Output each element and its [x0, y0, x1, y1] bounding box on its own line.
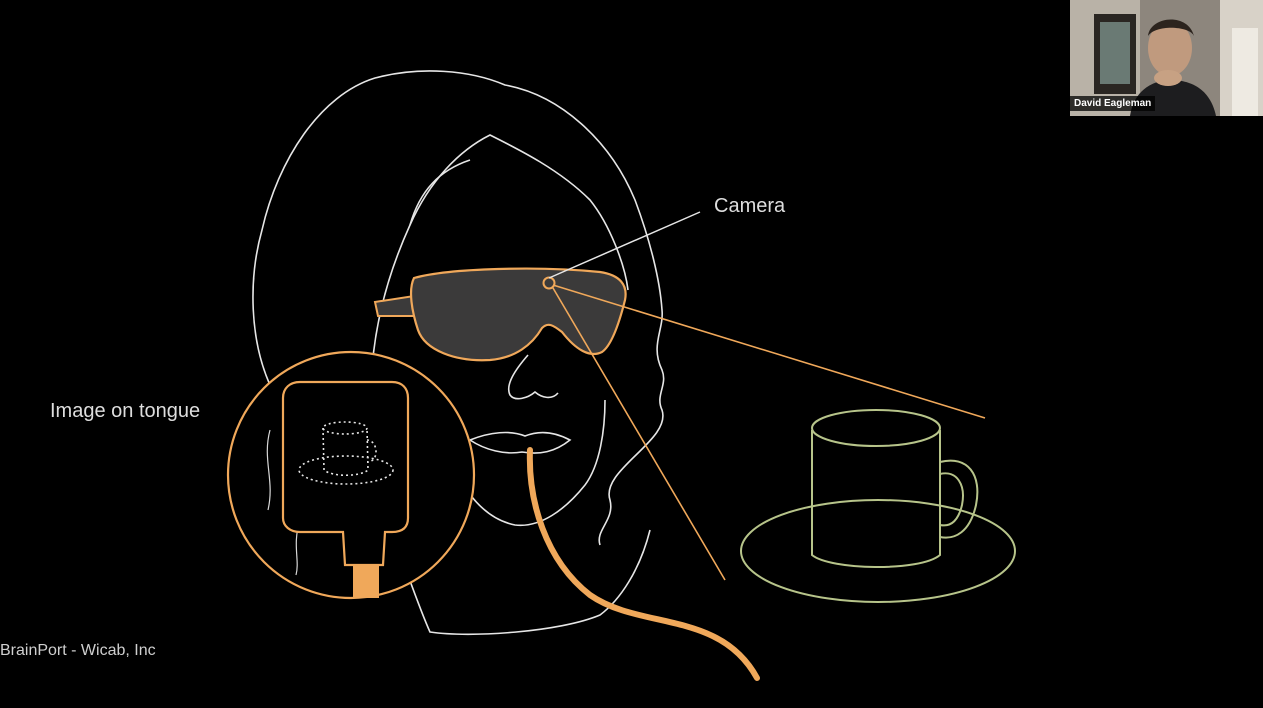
device-cable — [526, 447, 760, 681]
camera-leader-line — [548, 211, 701, 279]
view-line-upper — [552, 284, 986, 419]
tongue-electrode-paddle — [281, 380, 410, 567]
cup-rim — [811, 409, 941, 447]
face-left-contour — [409, 159, 471, 226]
participant-name-tag: David Eagleman — [1070, 96, 1156, 111]
paddle-connector — [353, 565, 379, 598]
neck-outline — [394, 529, 651, 636]
nose-outline — [508, 354, 559, 400]
hair-inner-outline — [371, 134, 629, 369]
lips-outline — [468, 431, 572, 454]
cup-handle-inner — [939, 472, 964, 527]
dotted-cup-image — [298, 421, 394, 485]
view-line-lower — [552, 287, 726, 581]
hair-outline — [252, 70, 665, 546]
camera-label: Camera — [714, 195, 786, 217]
cup-handle — [939, 459, 979, 539]
participant-video-tile[interactable]: David Eagleman — [1070, 0, 1263, 116]
jaw-outline — [454, 399, 606, 527]
saucer — [740, 499, 1016, 603]
coffee-cup — [740, 409, 1016, 603]
sunglasses-lens — [409, 267, 627, 362]
cup-body — [811, 430, 941, 568]
glasses-strap — [373, 294, 415, 317]
image-on-tongue-label: Image on tongue — [50, 400, 201, 422]
image-credit: BrainPort - Wicab, Inc — [0, 642, 156, 659]
